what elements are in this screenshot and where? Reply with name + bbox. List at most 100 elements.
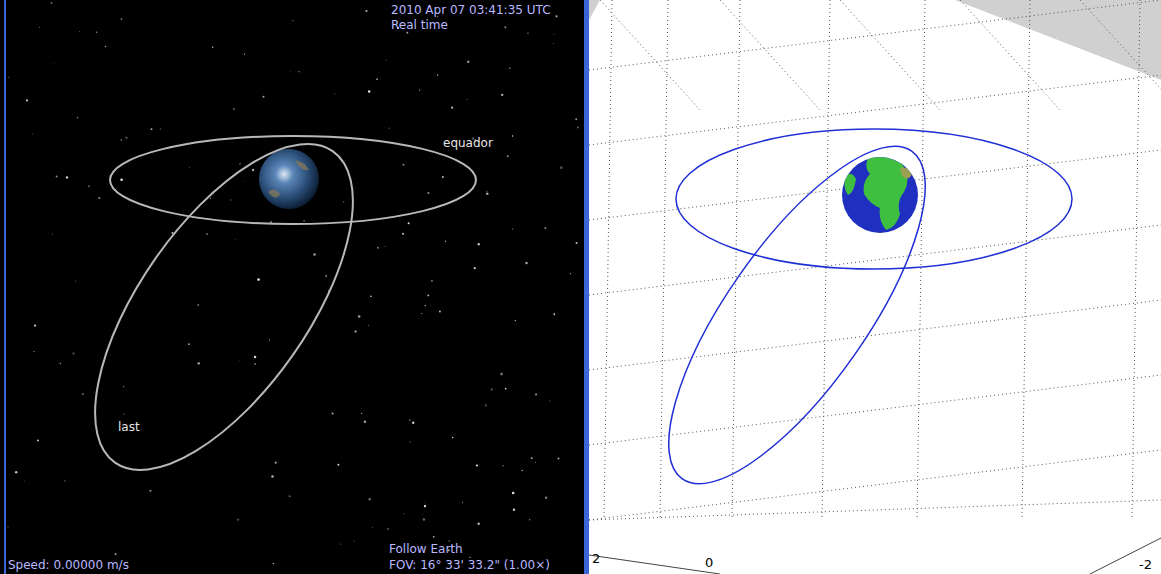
star (527, 33, 528, 34)
star (425, 305, 426, 306)
follow-mode: Follow Earth (389, 543, 463, 556)
orbit-label: equador (443, 137, 493, 150)
star (474, 267, 476, 269)
star (115, 553, 117, 555)
star (334, 93, 335, 94)
star (371, 527, 373, 529)
star (271, 475, 274, 478)
grid-line (1022, 0, 1030, 520)
axis-tick: 0 (705, 556, 713, 570)
panel-border (4, 0, 6, 574)
star (385, 60, 386, 61)
star (60, 363, 62, 365)
star (105, 46, 106, 47)
grid-line (604, 0, 612, 520)
axis-tick: -2 (1139, 558, 1152, 572)
star (123, 413, 124, 414)
star (337, 464, 339, 466)
star (72, 352, 74, 354)
star (292, 20, 294, 22)
star (370, 295, 372, 297)
star (332, 412, 334, 414)
star (269, 339, 270, 340)
star (212, 46, 213, 47)
star (37, 440, 39, 442)
star (238, 359, 240, 361)
star (529, 519, 530, 520)
star (123, 386, 124, 387)
star (431, 280, 433, 282)
star (51, 2, 53, 4)
star (98, 197, 100, 199)
axis-line (1090, 538, 1161, 574)
star (402, 233, 404, 235)
star (477, 523, 479, 525)
star (325, 275, 328, 278)
fov-readout: FOV: 16° 33' 33.2" (1.00×) (389, 559, 550, 572)
star (257, 278, 260, 281)
star (513, 508, 515, 510)
axes-wall (589, 0, 600, 20)
star (368, 325, 370, 327)
star (544, 227, 546, 229)
star (467, 60, 469, 62)
star (512, 492, 515, 495)
star (343, 201, 344, 202)
star (252, 169, 254, 171)
star (575, 118, 577, 120)
star (244, 180, 246, 182)
star (451, 107, 453, 109)
inclined-orbit (625, 111, 969, 519)
star (354, 541, 355, 542)
equator-orbit (110, 136, 476, 224)
star (486, 192, 489, 195)
star (303, 220, 305, 222)
star (233, 108, 235, 110)
star (368, 90, 370, 92)
star (505, 388, 507, 390)
earth-land (268, 160, 309, 198)
star (452, 437, 454, 439)
orbit-label: last (118, 421, 140, 434)
star (500, 373, 503, 376)
star (531, 457, 533, 459)
grid-line (589, 300, 1161, 370)
star (262, 96, 264, 98)
star (151, 128, 153, 130)
star (410, 441, 411, 442)
star (545, 496, 548, 499)
grid-line (589, 75, 1161, 145)
star (445, 241, 446, 242)
star (558, 458, 560, 460)
star (96, 31, 98, 33)
grid-line (1080, 0, 1161, 110)
star (75, 280, 77, 282)
grid-line (589, 450, 1161, 520)
grid-line (960, 0, 1060, 110)
star (197, 304, 199, 306)
star (237, 519, 239, 521)
star (26, 99, 28, 101)
star (576, 242, 578, 244)
star (8, 76, 10, 78)
star (476, 464, 478, 466)
star (469, 557, 470, 558)
star (298, 71, 299, 72)
star (198, 362, 200, 364)
star (206, 233, 208, 235)
star (254, 356, 256, 358)
star (402, 164, 404, 166)
axes-floor (1100, 530, 1161, 574)
star (387, 528, 389, 530)
star (491, 389, 493, 391)
star (521, 470, 522, 471)
star (439, 310, 441, 312)
space-background (0, 0, 584, 574)
star (560, 166, 563, 169)
star-field (7, 2, 578, 564)
star (230, 199, 232, 201)
star (275, 462, 277, 464)
star (365, 10, 367, 12)
star (7, 526, 8, 527)
